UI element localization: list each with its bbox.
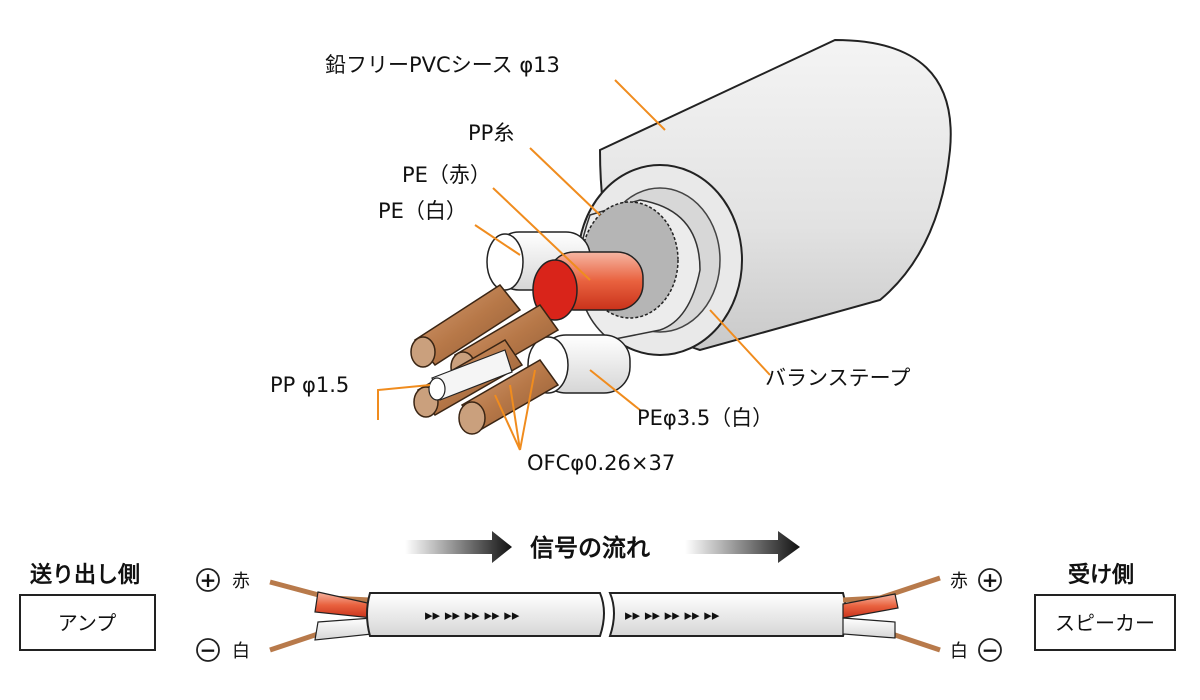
- label-conductor: OFCφ0.26×37: [527, 451, 675, 475]
- label-pp-filler: PP φ1.5: [270, 373, 349, 397]
- receiver-box-label: スピーカー: [1055, 611, 1155, 635]
- cable-illustration: [410, 38, 952, 435]
- label-balance-tape: バランステープ: [765, 366, 910, 390]
- minus-icon-right: [978, 638, 1002, 662]
- polarity-red-left: 赤: [232, 571, 250, 592]
- minus-symbol-right: −: [982, 638, 999, 662]
- copper-strands: [410, 284, 560, 435]
- sender-box: [19, 594, 156, 651]
- pe-red-end: [532, 259, 578, 321]
- pe-white-end: [486, 233, 524, 291]
- label-sheath: 鉛フリーPVCシース φ13: [325, 53, 560, 77]
- cable-arrows-right: ▸▸ ▸▸ ▸▸ ▸▸ ▸▸: [625, 606, 720, 624]
- minus-symbol-left: −: [200, 638, 217, 662]
- plus-symbol-right: +: [982, 568, 999, 592]
- cable-arrows-left: ▸▸ ▸▸ ▸▸ ▸▸ ▸▸: [425, 606, 520, 624]
- callout-lines: [377, 79, 771, 451]
- label-pp-yarn: PP糸: [468, 121, 514, 145]
- plus-icon-right: [978, 568, 1002, 592]
- receiver-title: 受け側: [1068, 562, 1134, 588]
- label-pe-red: PE（赤）: [402, 163, 491, 187]
- flow-arrow-left: [405, 531, 512, 563]
- label-pe-outer: PEφ3.5（白）: [637, 406, 773, 430]
- plus-symbol-left: +: [200, 568, 217, 592]
- plus-icon-left: [196, 568, 220, 592]
- signal-flow: 信号の流れ: [405, 531, 800, 563]
- polarity-white-right: 白: [950, 641, 968, 662]
- sender-title: 送り出し側: [30, 562, 140, 588]
- right-wire-ends: [842, 575, 941, 653]
- flow-arrow-right: [685, 531, 800, 563]
- label-pe-white: PE（白）: [378, 199, 467, 223]
- polarity-red-right: 赤: [950, 571, 968, 592]
- cable-bar-left: [366, 592, 605, 637]
- polarity-white-left: 白: [232, 641, 250, 662]
- sender-box-label: アンプ: [58, 611, 117, 635]
- receiver-box: [1034, 594, 1176, 651]
- minus-icon-left: [196, 638, 220, 662]
- left-wire-ends: [269, 579, 373, 653]
- flow-title: 信号の流れ: [530, 534, 650, 562]
